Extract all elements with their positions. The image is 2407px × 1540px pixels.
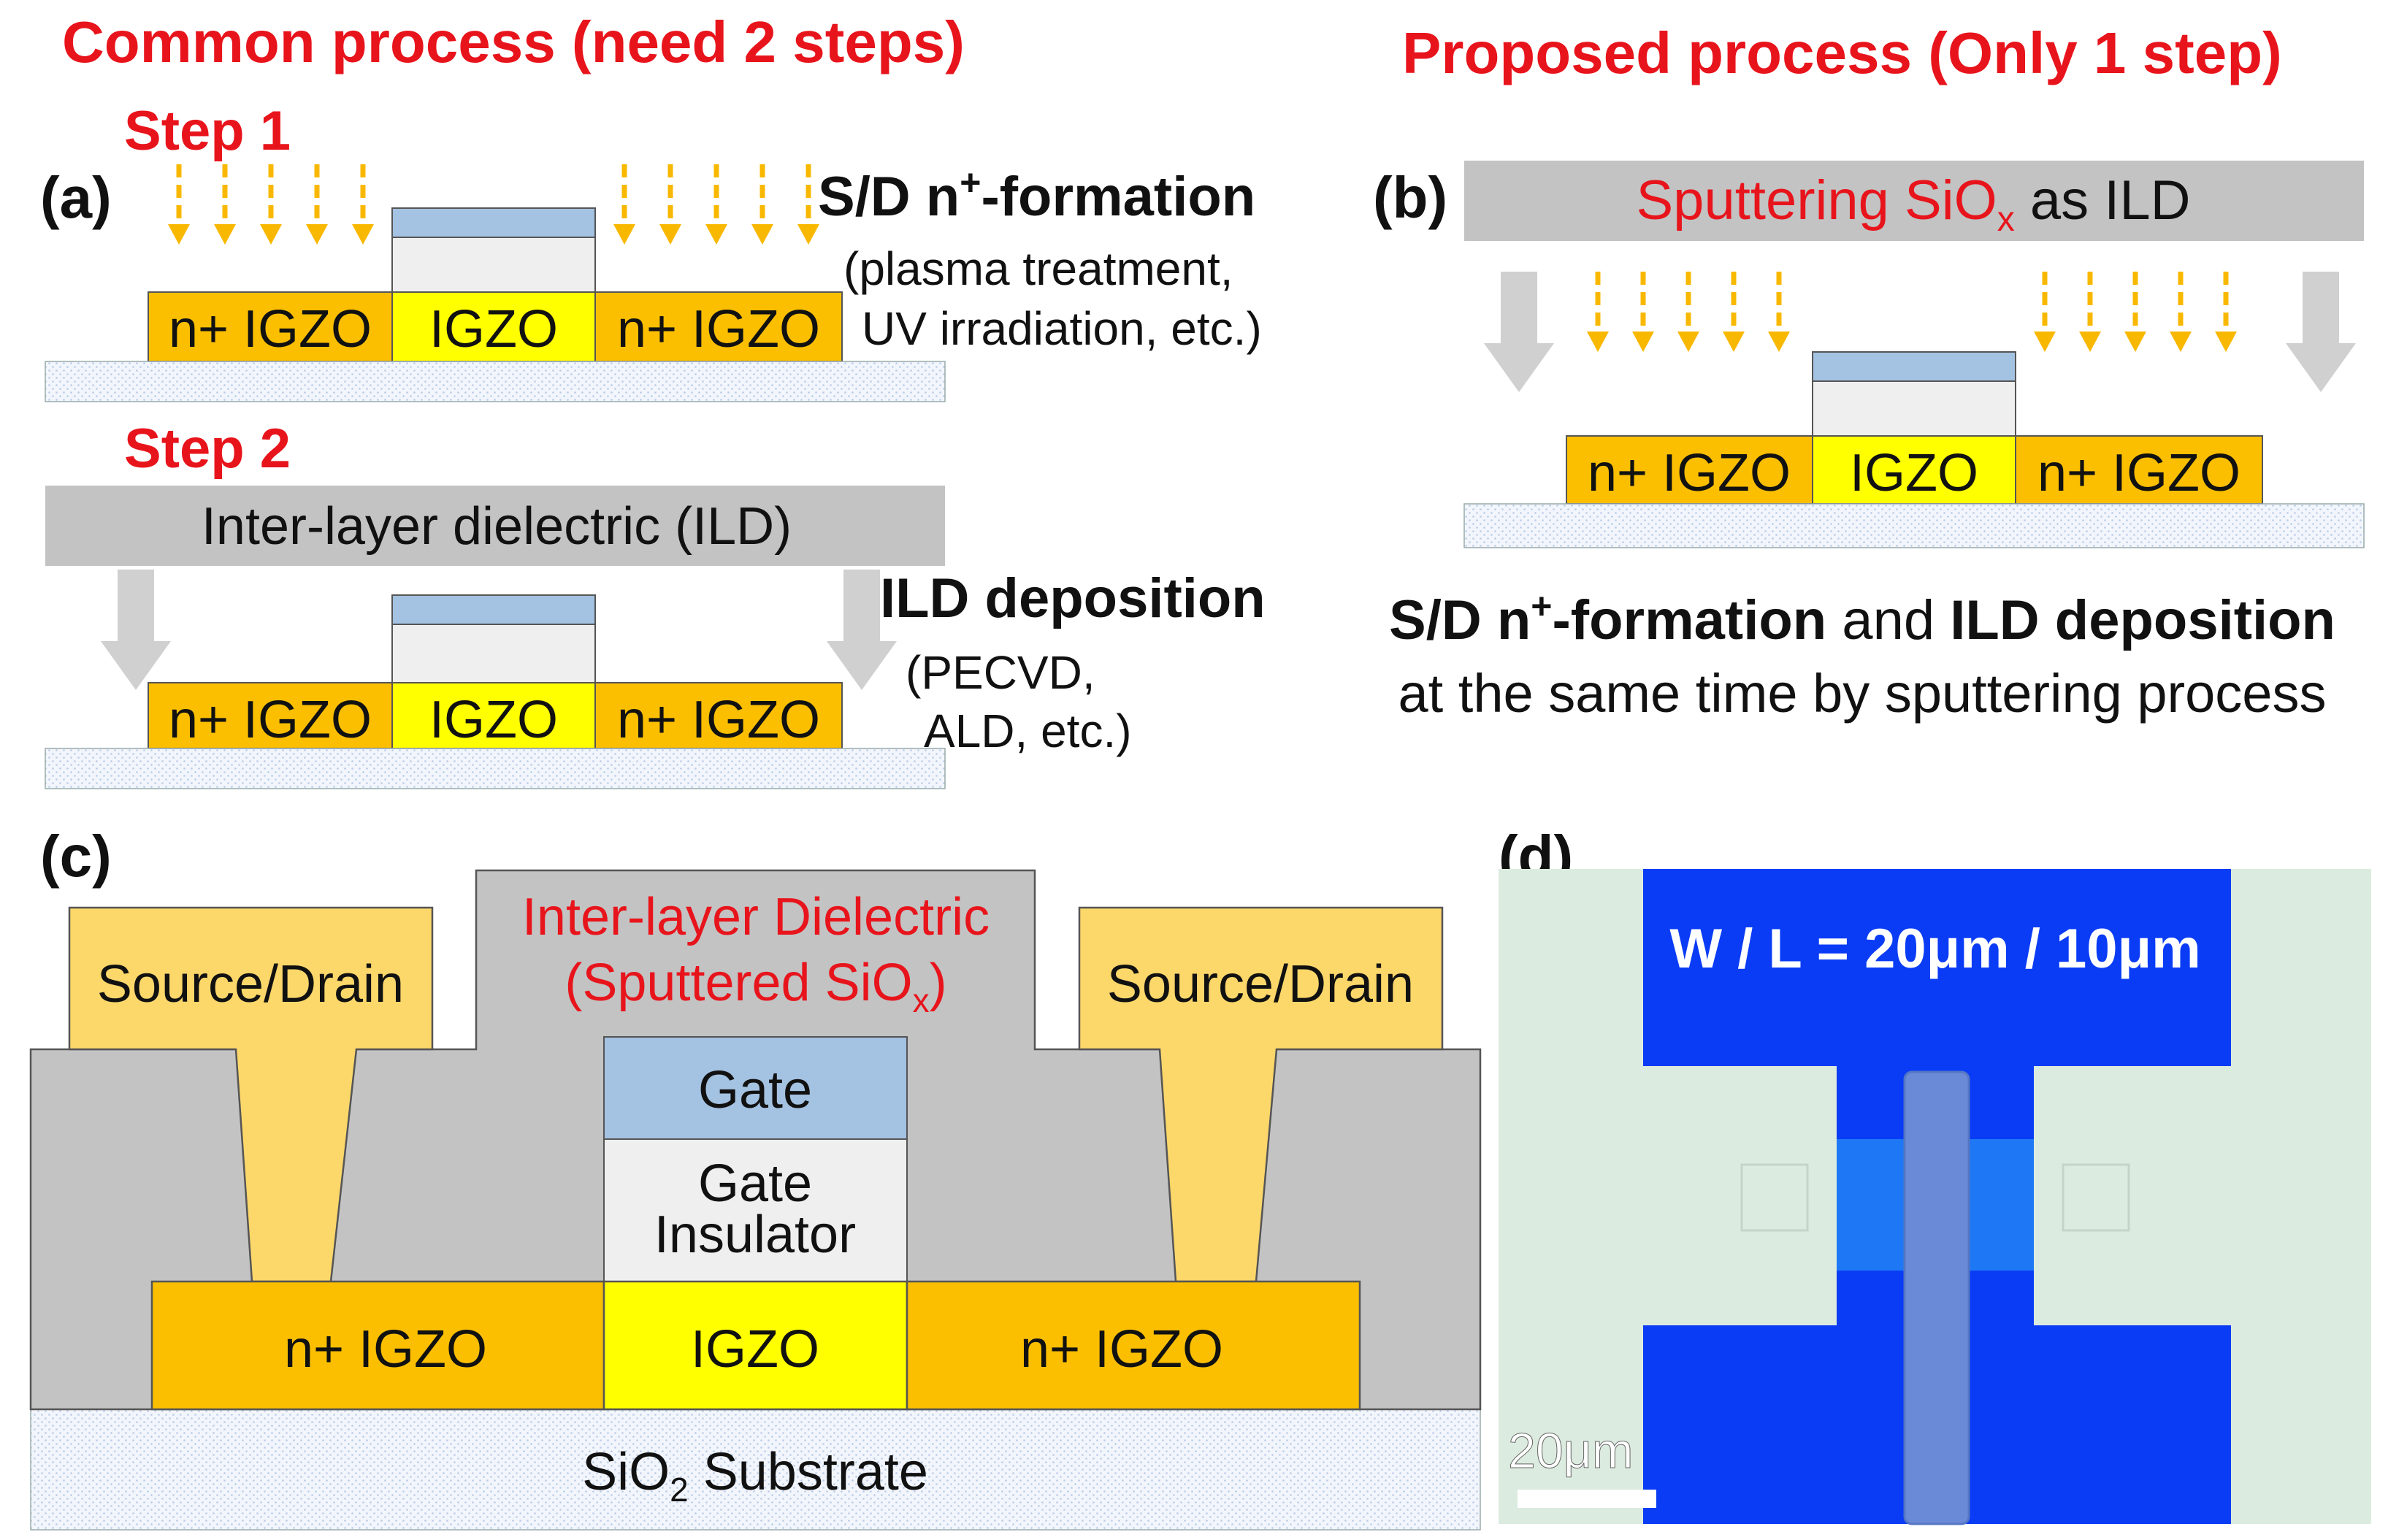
proposed-n-plus-igzo-right-label: n+ IGZO	[2037, 444, 2240, 502]
proposed-igzo-label: IGZO	[1850, 444, 1978, 502]
c-ild-label-2: (Sputtered SiOx)	[565, 954, 946, 1019]
c-gate-insulator-label-1: Gate	[698, 1154, 812, 1213]
micrograph-pad-right	[2062, 1163, 2130, 1232]
step1-gate-insulator	[391, 237, 596, 293]
ild-bar-label: Inter-layer dielectric (ILD)	[202, 497, 792, 556]
proposed-n-plus-igzo-left-label: n+ IGZO	[1588, 444, 1791, 502]
proposed-process-title: Proposed process (Only 1 step)	[1402, 20, 2282, 85]
step2-gate-insulator	[391, 624, 596, 683]
step1-n-plus-igzo-left-label: n+ IGZO	[169, 300, 372, 359]
proposed-caption-line-2: at the same time by sputtering process	[1398, 663, 2327, 724]
step-1-label: Step 1	[124, 100, 291, 162]
c-igzo	[602, 1280, 908, 1411]
c-gate-insulator	[603, 1138, 908, 1282]
sd-formation-note-2: UV irradiation, etc.)	[862, 302, 1262, 355]
c-igzo-label: IGZO	[691, 1320, 819, 1379]
ild-deposition-note-2: ALD, etc.)	[924, 705, 1132, 757]
sputter-arrow-right	[2286, 272, 2356, 392]
scale-bar-label: 20μm	[1508, 1423, 1633, 1479]
c-n-plus-igzo-left	[150, 1280, 605, 1411]
step2-n-plus-igzo-left-label: n+ IGZO	[169, 691, 372, 749]
proposed-gate-insulator	[1812, 380, 2016, 437]
sd-formation-note-1: (plasma treatment,	[843, 242, 1233, 295]
c-source-drain-right-label: Source/Drain	[1107, 955, 1414, 1014]
c-substrate	[30, 1409, 1481, 1531]
step1-arrows-left	[168, 164, 374, 245]
panel-c-label: (c)	[40, 824, 112, 889]
ild-deposition-note-1: (PECVD,	[906, 646, 1095, 699]
c-substrate-label: SiO2 Substrate	[582, 1443, 928, 1509]
proposed-n-plus-igzo-left	[1566, 435, 1813, 505]
step1-substrate	[45, 361, 946, 402]
c-n-plus-igzo-right	[906, 1280, 1361, 1411]
c-n-plus-igzo-left-label: n+ IGZO	[284, 1320, 487, 1379]
proposed-igzo	[1812, 435, 2016, 505]
step1-n-plus-igzo-right-label: n+ IGZO	[617, 300, 820, 359]
c-gate-insulator-label-2: Insulator	[654, 1206, 856, 1264]
c-gate	[603, 1036, 908, 1140]
proposed-substrate	[1463, 503, 2365, 548]
proposed-arrows-right	[2034, 272, 2237, 352]
step2-arrow-left	[101, 570, 171, 690]
c-gate-label: Gate	[698, 1061, 812, 1119]
proposed-gate	[1812, 351, 2016, 382]
micrograph-gate-stripe	[1903, 1070, 1970, 1525]
step1-gate	[391, 207, 596, 238]
step-2-label: Step 2	[124, 418, 291, 480]
proposed-arrows-left	[1587, 272, 1790, 352]
step2-gate	[391, 594, 596, 625]
step1-igzo-label: IGZO	[429, 300, 558, 359]
common-process-title: Common process (need 2 steps)	[62, 9, 965, 74]
wl-ratio-label: W / L = 20μm / 10μm	[1669, 918, 2200, 980]
sputtering-bar	[1464, 161, 2364, 241]
c-n-plus-igzo-right-label: n+ IGZO	[1020, 1320, 1223, 1379]
step1-n-plus-igzo-left	[148, 291, 393, 362]
ild-deposition-title: ILD deposition	[880, 567, 1266, 629]
step2-substrate	[45, 748, 946, 789]
panel-b-label: (b)	[1373, 165, 1447, 230]
ild-bar	[45, 486, 945, 566]
step2-n-plus-igzo-right-label: n+ IGZO	[617, 691, 820, 749]
c-source-drain-left-label: Source/Drain	[97, 955, 404, 1014]
sputter-arrow-left	[1484, 272, 1554, 392]
panel-a-label: (a)	[40, 165, 112, 230]
micrograph-pad-left	[1740, 1163, 1809, 1232]
sputtering-bar-label: Sputtering SiOx as ILD	[1636, 169, 2190, 239]
step1-arrows-right	[613, 164, 819, 245]
step2-igzo-label: IGZO	[429, 691, 558, 749]
step1-n-plus-igzo-right	[594, 291, 843, 362]
step1-igzo	[391, 291, 596, 362]
scale-bar	[1518, 1490, 1656, 1508]
proposed-caption-line-1: S/D n+-formation and ILD deposition	[1389, 586, 2335, 651]
sd-formation-title: S/D n+-formation	[818, 162, 1255, 228]
c-ild-label-1: Inter-layer Dielectric	[522, 888, 990, 946]
